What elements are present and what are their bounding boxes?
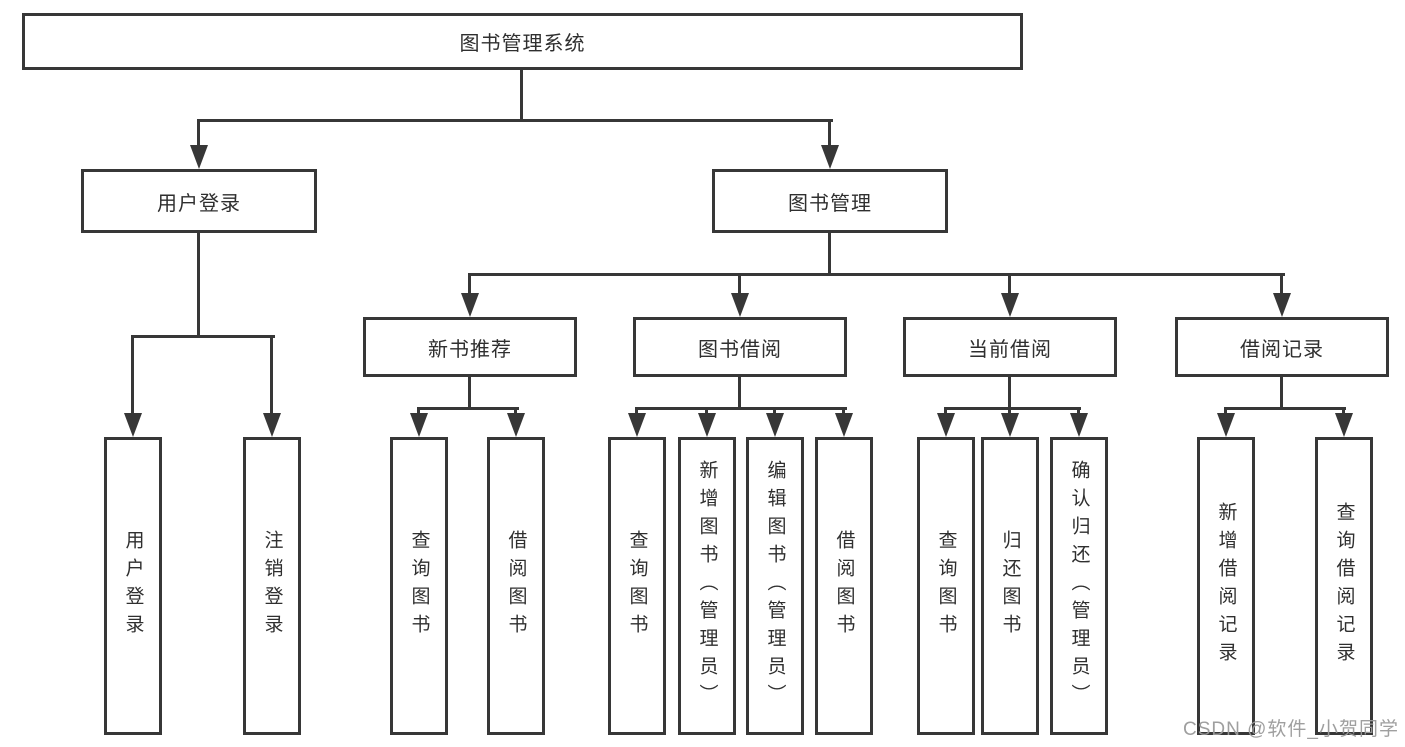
connector-borrowing-records-rail	[1224, 407, 1346, 410]
connector-to-leaf-query-books-2	[635, 407, 638, 417]
arrow-down-leaf-query-record	[1335, 413, 1353, 437]
node-borrowing-records: 借阅记录	[1175, 317, 1389, 377]
connector-to-leaf-query-record	[1342, 407, 1345, 417]
connector-to-leaf-borrow-books-2	[842, 407, 845, 417]
arrow-down-leaf-add-books	[698, 413, 716, 437]
leaf-query-books-1: 查询图书	[390, 437, 448, 735]
leaf-return-books: 归还图书	[981, 437, 1039, 735]
arrow-down-new-book-recommend	[461, 293, 479, 317]
arrow-down-leaf-add-record	[1217, 413, 1235, 437]
leaf-edit-books-admin-label: 编辑图书（管理员）	[764, 460, 786, 712]
connector-to-book-management	[828, 119, 831, 145]
connector-user-login-rail	[131, 335, 275, 338]
arrow-down-leaf-borrow-books-1	[507, 413, 525, 437]
connector-current-borrowing-rail	[944, 407, 1081, 410]
node-root-label: 图书管理系统	[459, 33, 586, 55]
node-book-borrowing-label: 图书借阅	[698, 338, 782, 361]
leaf-return-books-label: 归还图书	[999, 530, 1021, 642]
leaf-query-books-2: 查询图书	[608, 437, 666, 735]
leaf-user-login-label: 用户登录	[122, 530, 144, 642]
leaf-borrow-books-2: 借阅图书	[815, 437, 873, 735]
connector-current-borrowing-stem	[1008, 377, 1011, 410]
leaf-edit-books-admin: 编辑图书（管理员）	[746, 437, 804, 735]
leaf-add-books-admin-label: 新增图书（管理员）	[696, 460, 718, 712]
arrow-down-leaf-query-books-2	[628, 413, 646, 437]
connector-level3-rail	[468, 273, 1285, 276]
leaf-query-borrow-record-label: 查询借阅记录	[1333, 502, 1355, 670]
connector-borrowing-records-stem	[1280, 377, 1283, 410]
leaf-add-borrow-record: 新增借阅记录	[1197, 437, 1255, 735]
leaf-user-login: 用户登录	[104, 437, 162, 735]
leaf-logout-login: 注销登录	[243, 437, 301, 735]
node-borrowing-records-label: 借阅记录	[1240, 338, 1324, 361]
arrow-down-leaf-user-login	[124, 413, 142, 437]
leaf-confirm-return-admin-label: 确认归还（管理员）	[1068, 460, 1090, 712]
node-book-management: 图书管理	[712, 169, 948, 233]
node-user-login: 用户登录	[81, 169, 317, 233]
arrow-down-leaf-logout	[263, 413, 281, 437]
leaf-query-books-1-label: 查询图书	[408, 530, 430, 642]
arrow-down-leaf-borrow-books-2	[835, 413, 853, 437]
connector-to-leaf-user-login	[131, 335, 134, 415]
node-current-borrowing: 当前借阅	[903, 317, 1117, 377]
watermark: CSDN @软件_小贺同学	[1183, 719, 1399, 740]
connector-to-leaf-query-books-1	[417, 407, 420, 417]
connector-level2-rail	[197, 119, 833, 122]
node-new-book-recommend: 新书推荐	[363, 317, 577, 377]
leaf-logout-login-label: 注销登录	[261, 530, 283, 642]
leaf-add-borrow-record-label: 新增借阅记录	[1215, 502, 1237, 670]
arrow-down-leaf-return-books	[1001, 413, 1019, 437]
arrow-down-current-borrowing	[1001, 293, 1019, 317]
connector-to-new-book-recommend	[468, 273, 471, 295]
connector-new-book-recommend-rail	[417, 407, 519, 410]
leaf-borrow-books-1: 借阅图书	[487, 437, 545, 735]
leaf-query-books-2-label: 查询图书	[626, 530, 648, 642]
node-book-borrowing: 图书借阅	[633, 317, 847, 377]
node-new-book-recommend-label: 新书推荐	[428, 338, 512, 361]
leaf-add-books-admin: 新增图书（管理员）	[678, 437, 736, 735]
leaf-borrow-books-1-label: 借阅图书	[505, 530, 527, 642]
leaf-query-borrow-record: 查询借阅记录	[1315, 437, 1373, 735]
node-book-management-label: 图书管理	[788, 192, 872, 215]
connector-to-leaf-logout	[270, 335, 273, 415]
node-user-login-label: 用户登录	[157, 192, 241, 215]
arrow-down-book-borrowing	[731, 293, 749, 317]
arrow-down-leaf-edit-books	[766, 413, 784, 437]
arrow-down-leaf-query-books-3	[937, 413, 955, 437]
connector-user-login-stem	[197, 233, 200, 338]
connector-to-leaf-confirm-return	[1077, 407, 1080, 417]
arrow-down-leaf-query-books-1	[410, 413, 428, 437]
connector-new-book-recommend-stem	[468, 377, 471, 410]
connector-to-user-login	[197, 119, 200, 145]
connector-to-current-borrowing	[1008, 273, 1011, 295]
connector-to-borrowing-records	[1280, 273, 1283, 295]
leaf-query-books-3-label: 查询图书	[935, 530, 957, 642]
connector-to-leaf-edit-books	[773, 407, 776, 417]
connector-to-leaf-return-books	[1008, 407, 1011, 417]
node-root: 图书管理系统	[22, 13, 1023, 70]
leaf-borrow-books-2-label: 借阅图书	[833, 530, 855, 642]
leaf-confirm-return-admin: 确认归还（管理员）	[1050, 437, 1108, 735]
connector-to-leaf-add-books	[705, 407, 708, 417]
connector-to-leaf-borrow-books-1	[514, 407, 517, 417]
node-current-borrowing-label: 当前借阅	[968, 338, 1052, 361]
connector-to-book-borrowing	[738, 273, 741, 295]
arrow-down-leaf-confirm-return	[1070, 413, 1088, 437]
arrow-down-borrowing-records	[1273, 293, 1291, 317]
connector-to-leaf-query-books-3	[944, 407, 947, 417]
connector-book-borrowing-rail	[635, 407, 847, 410]
connector-to-leaf-add-record	[1224, 407, 1227, 417]
connector-book-borrowing-stem	[738, 377, 741, 410]
arrow-down-user-login	[190, 145, 208, 169]
arrow-down-book-management	[821, 145, 839, 169]
connector-book-management-stem	[828, 233, 831, 276]
connector-root-stem	[520, 70, 523, 122]
leaf-query-books-3: 查询图书	[917, 437, 975, 735]
